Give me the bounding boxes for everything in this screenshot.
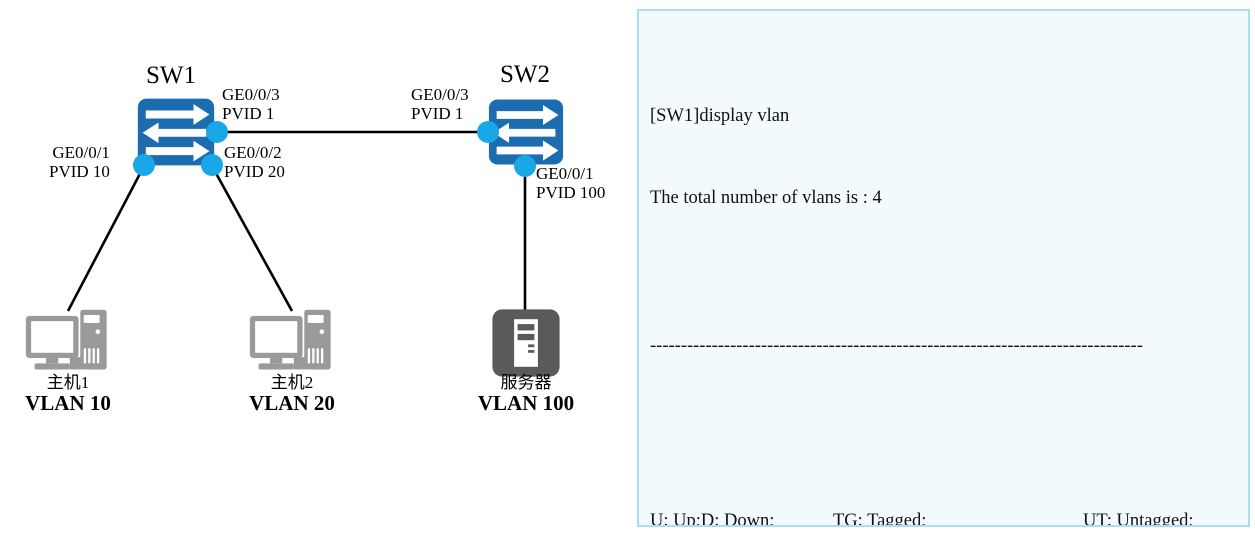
cli-spacer-2: [650, 415, 1248, 425]
port-dot-sw1-ge0-0-3[interactable]: [206, 121, 228, 143]
switch-sw2-label: SW2: [500, 61, 550, 88]
host2-pc-icon[interactable]: [249, 309, 331, 370]
port-label-sw1-ge0-0-2: GE0/0/2 PVID 20: [224, 143, 285, 182]
legend-1-col-2: TG: Tagged;: [833, 510, 927, 527]
cli-output-panel[interactable]: [SW1]display vlan The total number of vl…: [637, 9, 1250, 527]
switch-sw1-label: SW1: [146, 62, 196, 89]
server-icon[interactable]: [492, 309, 560, 377]
host1-name-label: 主机1: [46, 373, 90, 392]
host2-name-label: 主机2: [270, 373, 314, 392]
server-name-label: 服务器: [500, 373, 552, 392]
cli-divider-1: ----------------------------------------…: [650, 335, 1143, 356]
port-dot-sw2-ge0-0-1[interactable]: [514, 155, 536, 177]
port-label-sw1-ge0-0-1: GE0/0/1 PVID 10: [49, 143, 110, 182]
switch-sw2-icon[interactable]: [488, 99, 564, 165]
link-sw1-host1: [66, 165, 146, 312]
port-dot-sw1-ge0-0-1[interactable]: [133, 154, 155, 176]
port-label-sw2-ge0-0-3: GE0/0/3 PVID 1: [411, 85, 469, 124]
cli-legend-row-1: U: Up;D: Down; TG: Tagged; UT: Untagged;: [650, 508, 1248, 527]
port-dots: [133, 121, 536, 177]
cli-spacer-1: [650, 268, 1248, 278]
cli-command-line: [SW1]display vlan: [650, 105, 790, 126]
server-vlan-label: VLAN 100: [477, 391, 575, 415]
host1-pc-icon[interactable]: [25, 309, 107, 370]
legend-1-col-1: U: Up;D: Down;: [650, 510, 775, 527]
topology-links: [66, 130, 527, 312]
port-dot-sw1-ge0-0-2[interactable]: [201, 154, 223, 176]
network-topology-diagram: SW1 SW2 GE0/0/3 PVID 1 GE0/0/1 PVID 10 G…: [25, 61, 606, 415]
host2-vlan-label: VLAN 20: [249, 391, 335, 415]
topology-canvas: [25, 98, 564, 377]
port-label-sw1-ge0-0-3: GE0/0/3 PVID 1: [222, 85, 280, 124]
port-dot-sw2-ge0-0-3[interactable]: [477, 121, 499, 143]
legend-1-col-3: UT: Untagged;: [1083, 510, 1194, 527]
link-sw1-host2: [210, 165, 294, 312]
host1-vlan-label: VLAN 10: [25, 391, 111, 415]
cli-output-text: [SW1]display vlan The total number of vl…: [639, 11, 1248, 527]
cli-total-vlans-line: The total number of vlans is : 4: [650, 188, 882, 208]
port-label-sw2-ge0-0-1: GE0/0/1 PVID 100: [536, 164, 606, 203]
